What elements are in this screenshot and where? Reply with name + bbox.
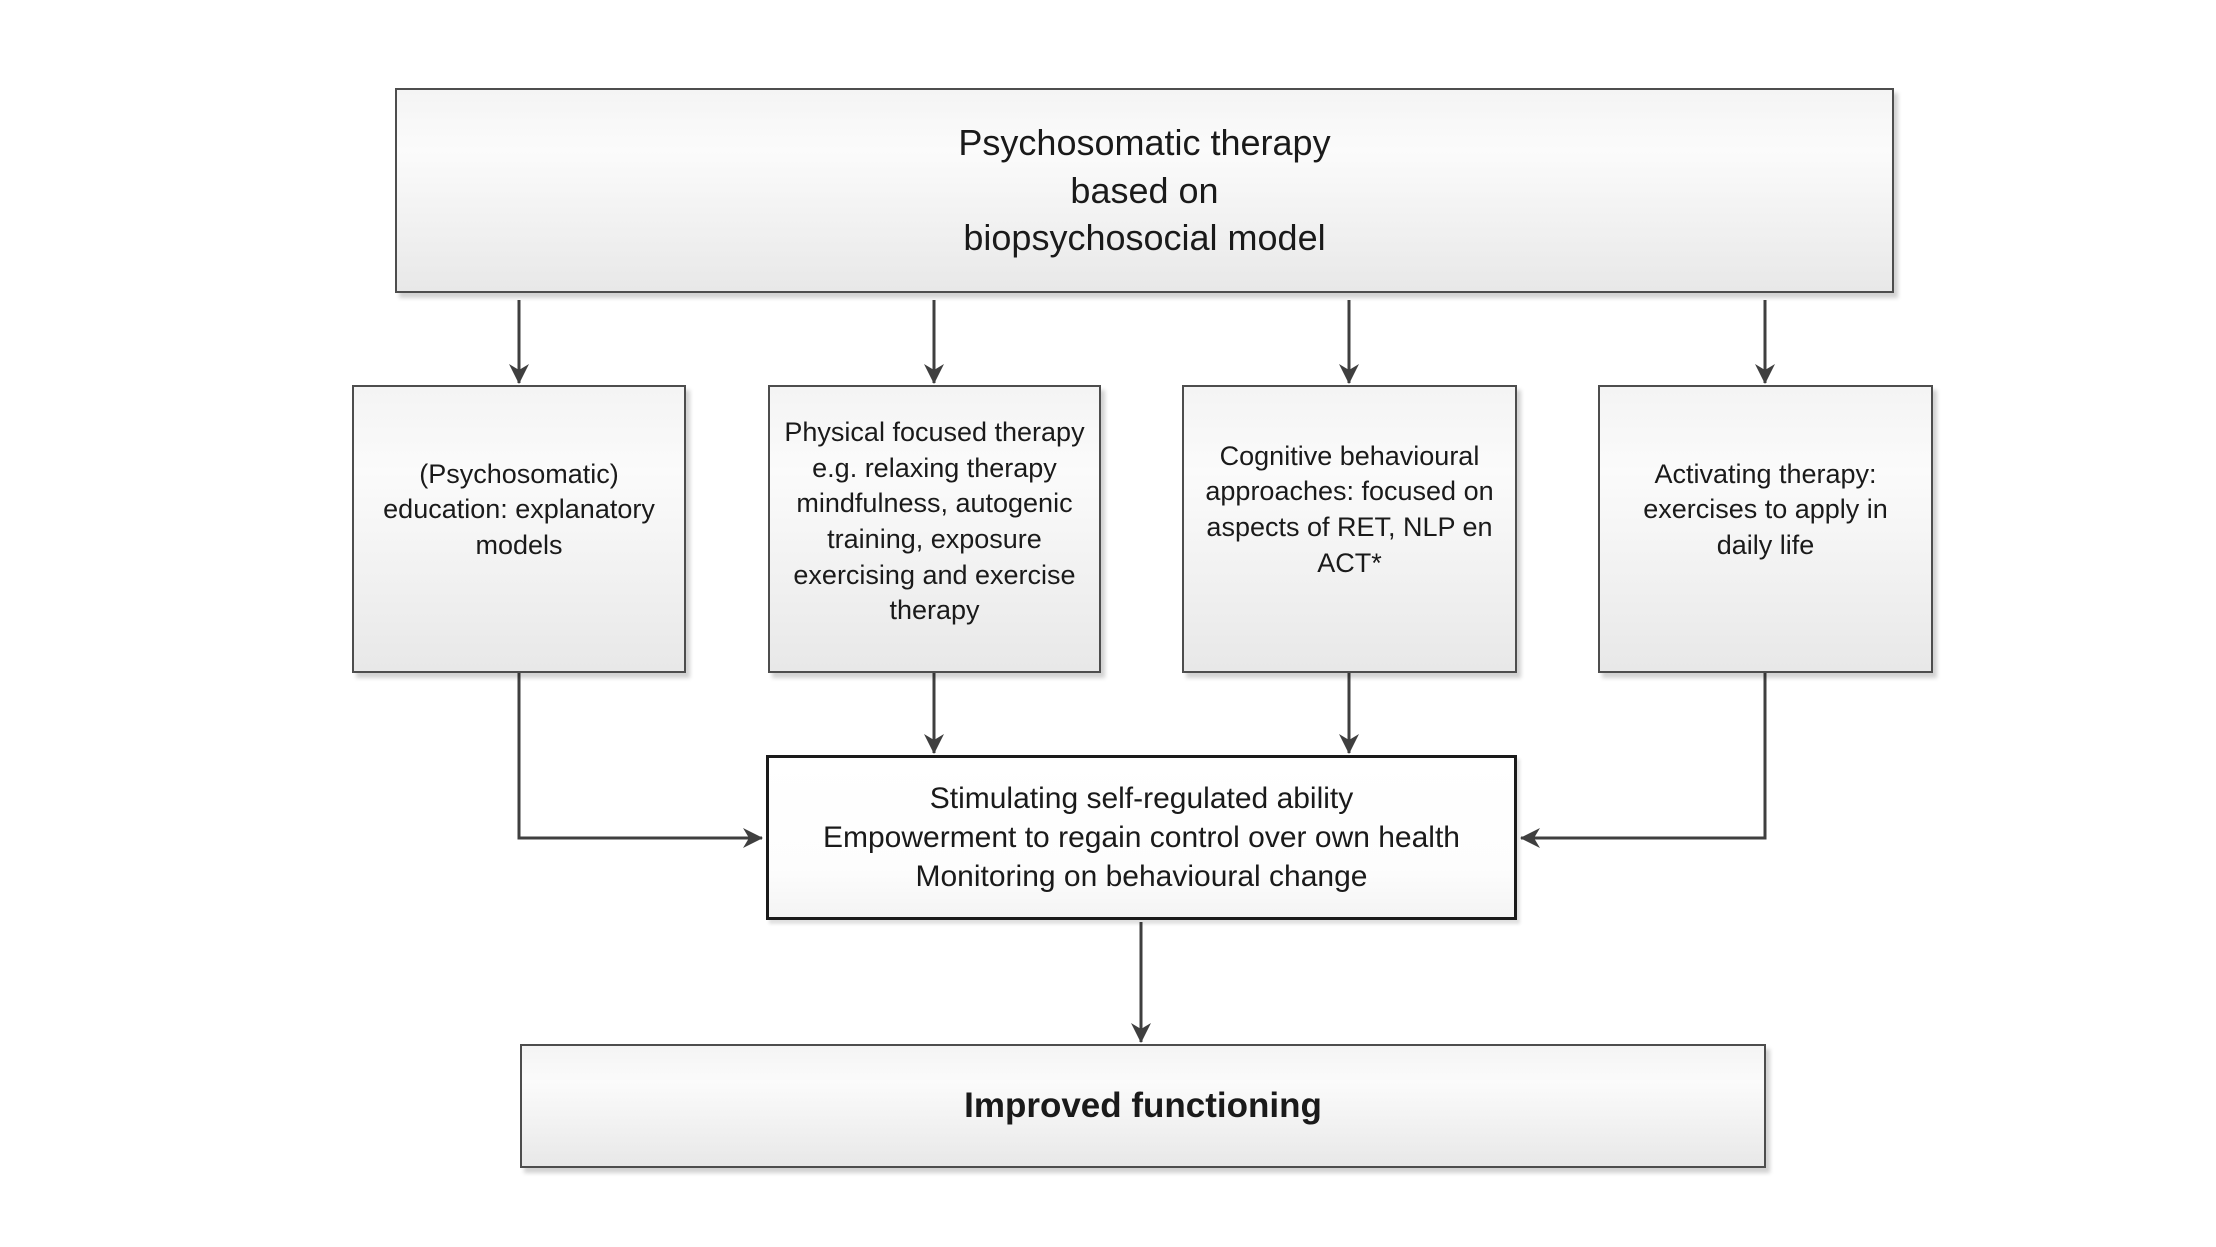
- integration-box-text: Stimulating self-regulated ability Empow…: [822, 782, 1460, 893]
- title-box: Psychosomatic therapy based on biopsycho…: [395, 88, 1894, 293]
- activating-therapy-box-text: Activating therapy: exercises to apply i…: [1643, 458, 1888, 560]
- elbow-arrow-activating-to-integration: [1520, 673, 1767, 848]
- cognitive-behavioural-box: Cognitive behavioural approaches: focuse…: [1182, 385, 1517, 673]
- outcome-box: Improved functioning: [520, 1044, 1766, 1168]
- cognitive-behavioural-box-text: Cognitive behavioural approaches: focuse…: [1205, 440, 1494, 578]
- elbow-arrow-education-to-integration: [517, 673, 763, 848]
- education-box: (Psychosomatic) education: explanatory m…: [352, 385, 686, 673]
- outcome-box-text: Improved functioning: [964, 1086, 1322, 1125]
- education-box-text: (Psychosomatic) education: explanatory m…: [383, 458, 655, 560]
- physical-therapy-box-text: Physical focused therapy e.g. relaxing t…: [784, 417, 1085, 626]
- physical-therapy-box: Physical focused therapy e.g. relaxing t…: [768, 385, 1101, 673]
- integration-box: Stimulating self-regulated ability Empow…: [766, 755, 1517, 920]
- title-box-text: Psychosomatic therapy based on biopsycho…: [958, 121, 1331, 259]
- activating-therapy-box: Activating therapy: exercises to apply i…: [1598, 385, 1933, 673]
